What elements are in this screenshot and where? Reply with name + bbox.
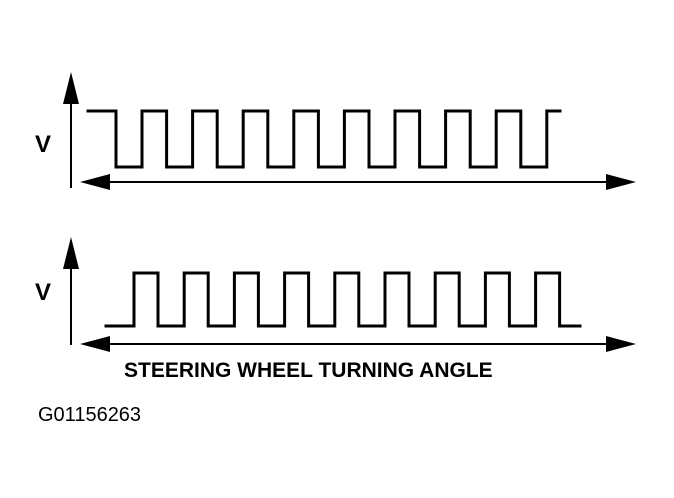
bottom-square-wave: [104, 271, 582, 328]
bottom-x-axis-right-arrow-icon: [606, 336, 636, 352]
top-x-axis-right-arrow-icon: [606, 174, 636, 190]
top-y-axis-label: V: [35, 131, 51, 158]
bottom-x-axis-left-arrow-icon: [80, 336, 110, 352]
top-square-wave: [86, 109, 562, 169]
figure-id: G01156263: [38, 404, 141, 426]
top-x-axis-left-arrow-icon: [80, 174, 110, 190]
x-axis-caption: STEERING WHEEL TURNING ANGLE: [124, 359, 493, 382]
bottom-signal-panel: V STEERING WHEEL TURNING ANGLE: [35, 237, 636, 382]
bottom-y-axis-label: V: [35, 279, 51, 306]
bottom-y-axis-arrow-icon: [63, 237, 79, 269]
top-signal-panel: V: [35, 72, 636, 190]
top-y-axis-arrow-icon: [63, 72, 79, 104]
